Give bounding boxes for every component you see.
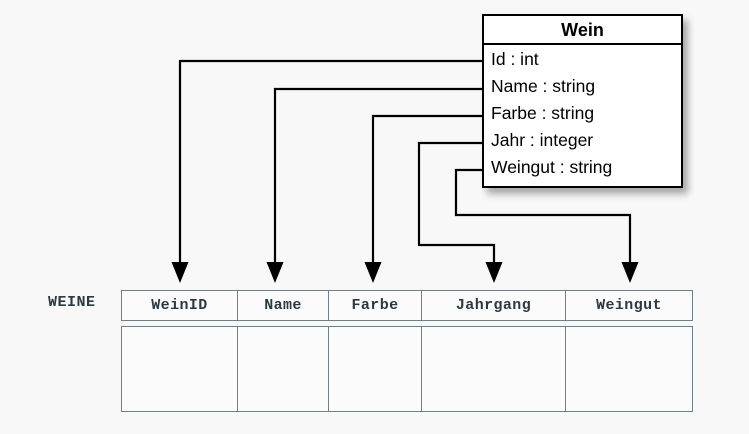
- mapping-arrow-jahr-jahrgang: [417, 141, 503, 283]
- mapping-arrow-id-weinid: [171, 59, 482, 283]
- uml-attribute-jahr: Jahr : integer: [491, 130, 594, 150]
- uml-attribute-weingut: Weingut : string: [491, 157, 613, 177]
- table-column-header-weingut[interactable]: Weingut: [565, 290, 693, 321]
- table-cell-name[interactable]: [237, 326, 329, 412]
- relational-table: WeinID Name Farbe Jahrgang Weingut: [121, 290, 693, 412]
- uml-attribute-id: Id : int: [491, 49, 539, 69]
- uml-class-attribute-list: Id : int Name : string Farbe : string Ja…: [484, 45, 681, 181]
- table-cell-jahrgang[interactable]: [421, 326, 566, 412]
- table-column-header-weinid[interactable]: WeinID: [121, 290, 238, 321]
- table-column-header-jahrgang[interactable]: Jahrgang: [421, 290, 566, 321]
- table-cell-weingut[interactable]: [565, 326, 693, 412]
- table-column-header-farbe[interactable]: Farbe: [328, 290, 422, 321]
- table-row: [121, 326, 693, 412]
- uml-attribute-farbe: Farbe : string: [491, 103, 595, 123]
- relation-name-label: WEINE: [48, 294, 96, 311]
- uml-class-title: Wein: [484, 16, 681, 45]
- table-column-header-name[interactable]: Name: [237, 290, 329, 321]
- table-cell-farbe[interactable]: [328, 326, 422, 412]
- table-header-row: WeinID Name Farbe Jahrgang Weingut: [121, 290, 693, 321]
- table-cell-weinid[interactable]: [121, 326, 238, 412]
- mapping-arrow-name-name: [266, 87, 482, 283]
- uml-attribute-name: Name : string: [491, 76, 596, 96]
- mapping-arrow-weingut-weingut: [454, 168, 639, 283]
- uml-class-box[interactable]: Wein Id : int Name : string Farbe : stri…: [482, 14, 683, 188]
- mapping-arrow-farbe-farbe: [364, 114, 482, 283]
